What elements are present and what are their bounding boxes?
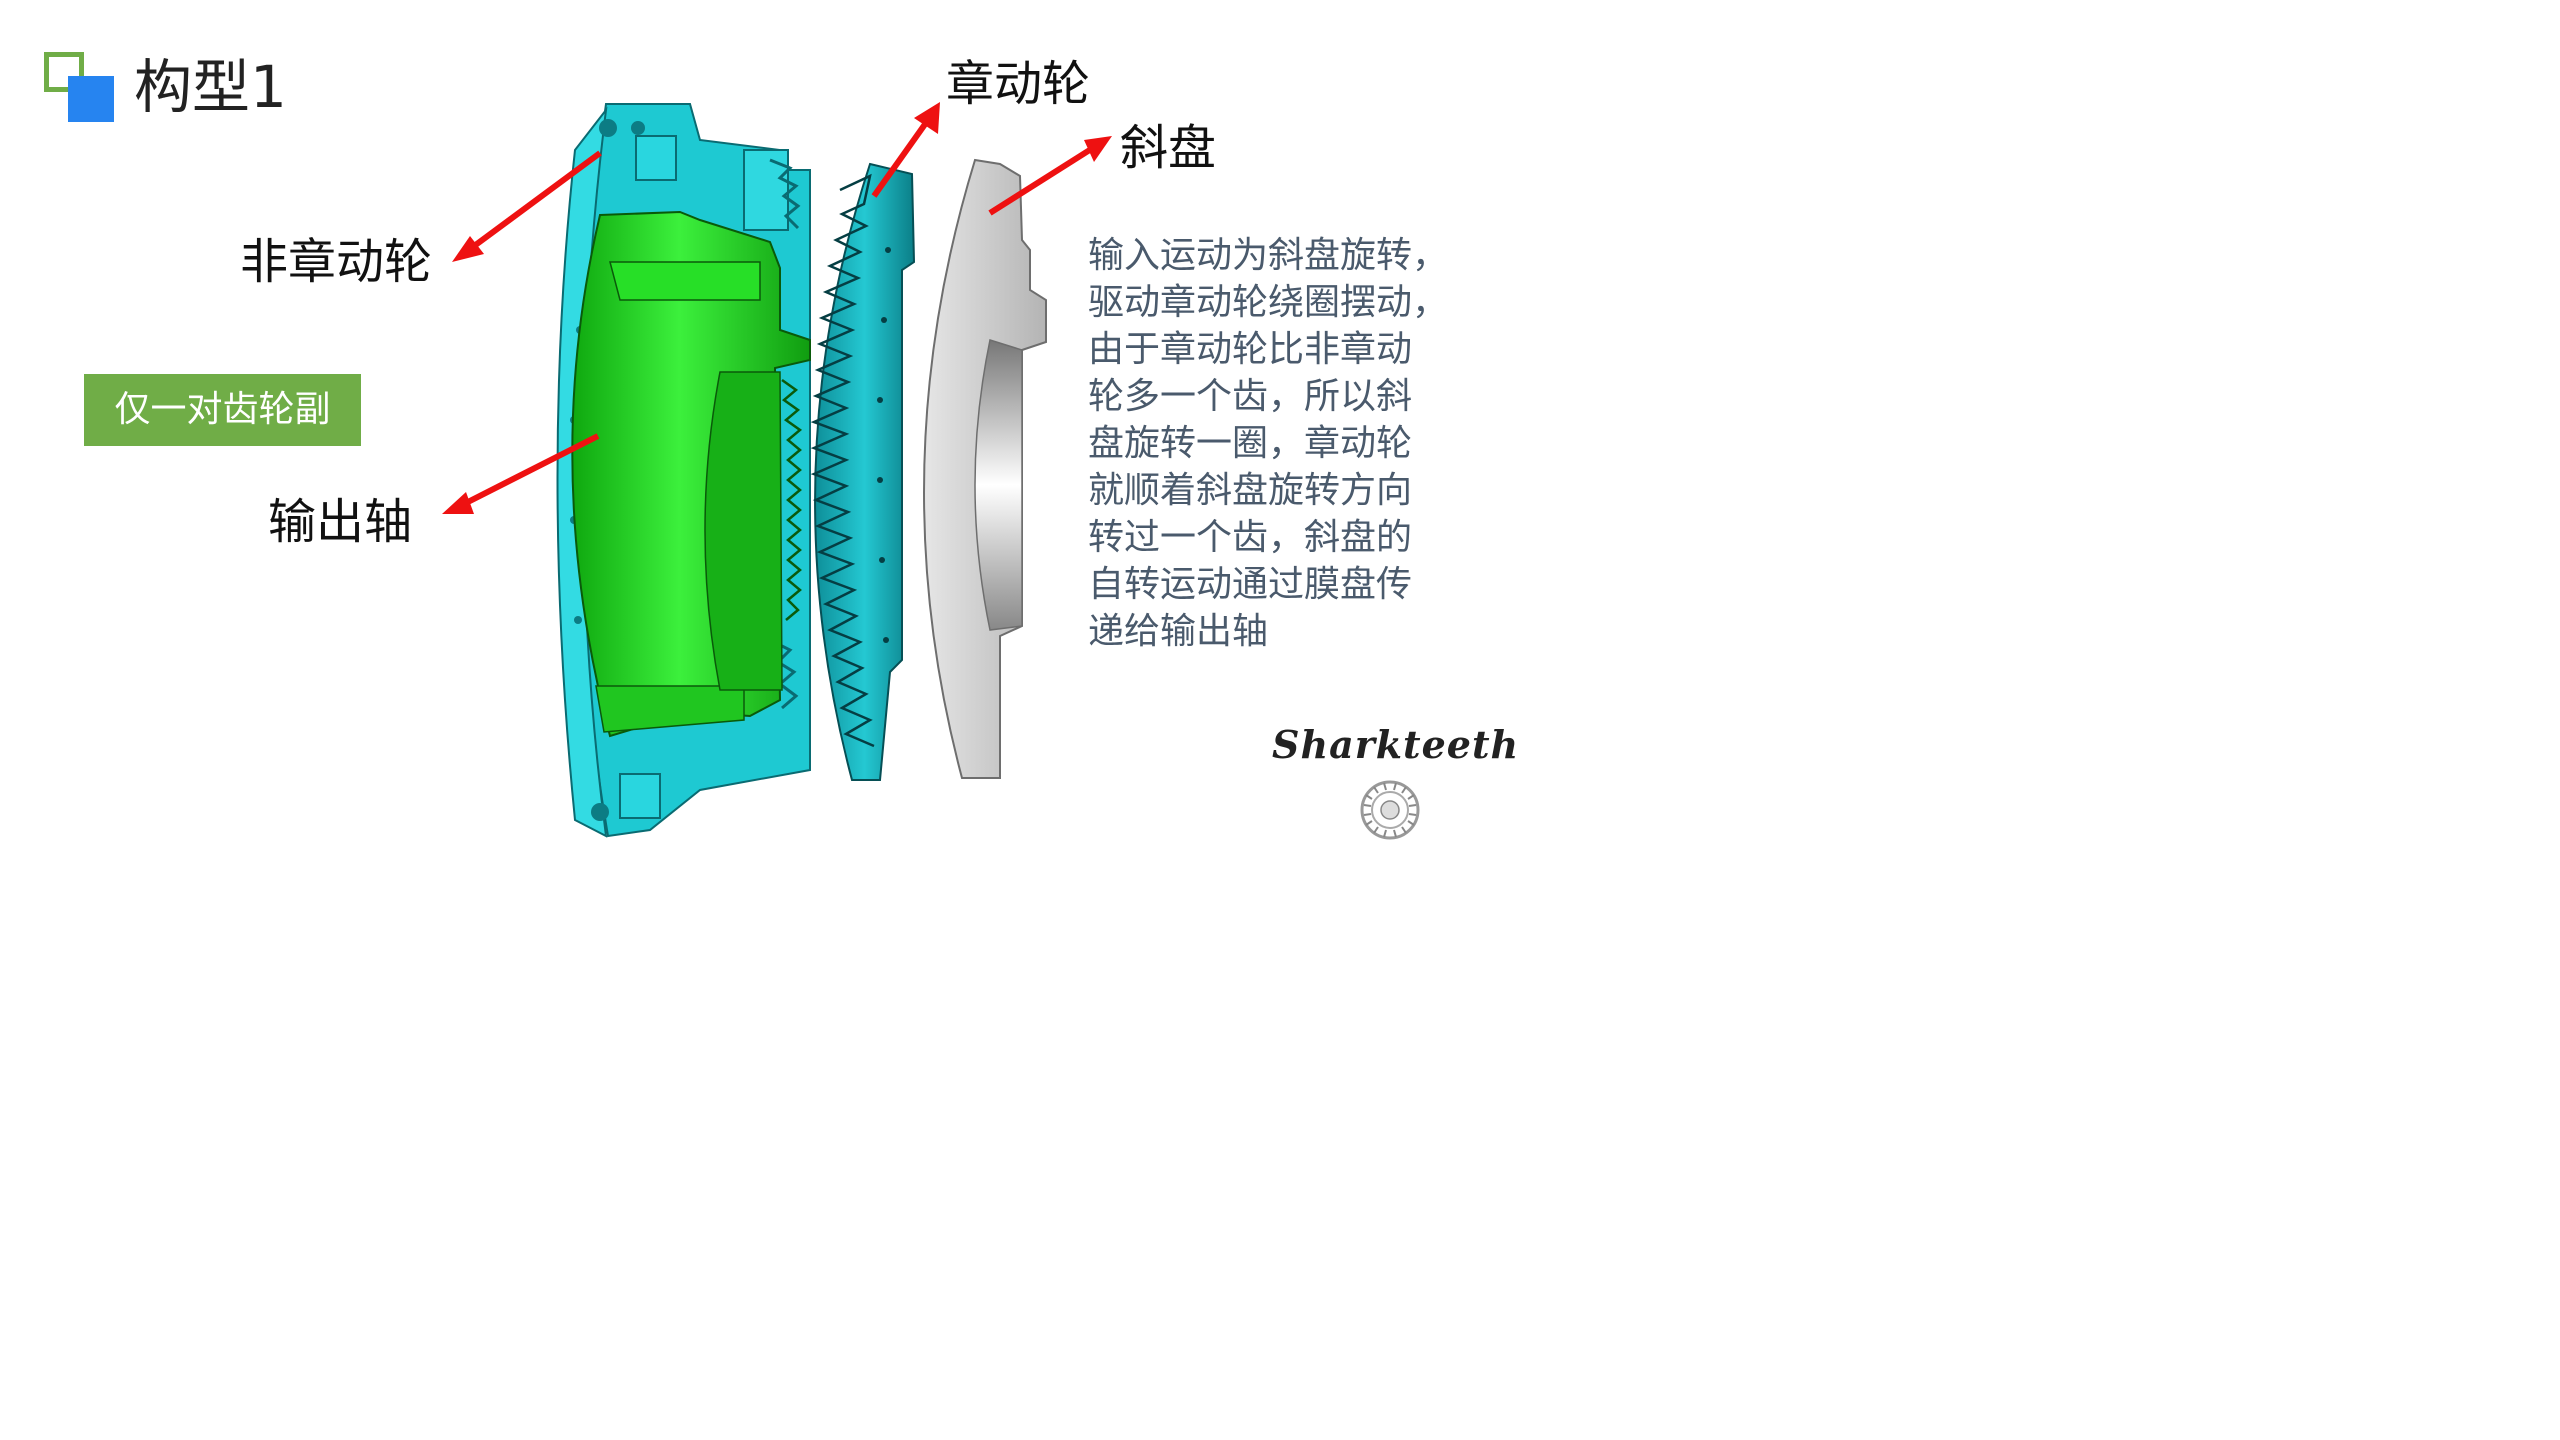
arrow-nutation-gear (871, 102, 940, 198)
output-shaft (571, 210, 811, 738)
title-icon-outline-square (44, 52, 84, 92)
title-icon-filled-square (68, 76, 114, 122)
description-line: 递给输出轴 (1088, 611, 1269, 652)
arrow-fixed-gear (452, 150, 602, 262)
description-line: 就顺着斜盘旋转方向 (1088, 470, 1413, 511)
arrow-output-shaft (442, 433, 600, 514)
page-title: 构型1 (134, 53, 287, 121)
label-nutation-gear: 章动轮 (946, 56, 1091, 112)
label-swash-plate: 斜盘 (1120, 120, 1217, 176)
description-line: 输入运动为斜盘旋转， (1088, 235, 1449, 276)
description-text: 输入运动为斜盘旋转， 驱动章动轮绕圈摆动， 由于章动轮比非章动 轮多一个齿，所以… (1088, 232, 1498, 655)
gear-assembly-diagram (442, 102, 1112, 838)
nutation-gear (810, 162, 916, 781)
description-line: 由于章动轮比非章动 (1088, 329, 1413, 370)
brand-gear-emblem-icon (1360, 780, 1420, 840)
swash-plate (923, 158, 1047, 779)
gear-pair-badge: 仅一对齿轮副 (84, 374, 361, 446)
brand-logo-text: Sharkteeth (1272, 722, 1520, 767)
description-line: 盘旋转一圈，章动轮 (1088, 423, 1413, 464)
description-line: 自转运动通过膜盘传 (1088, 564, 1413, 605)
label-fixed-gear: 非章动轮 (240, 234, 433, 290)
description-line: 驱动章动轮绕圈摆动， (1088, 282, 1449, 323)
description-line: 转过一个齿，斜盘的 (1088, 517, 1413, 558)
description-line: 轮多一个齿，所以斜 (1088, 376, 1413, 417)
label-output-shaft: 输出轴 (268, 494, 413, 550)
arrow-swash-plate (988, 136, 1112, 216)
